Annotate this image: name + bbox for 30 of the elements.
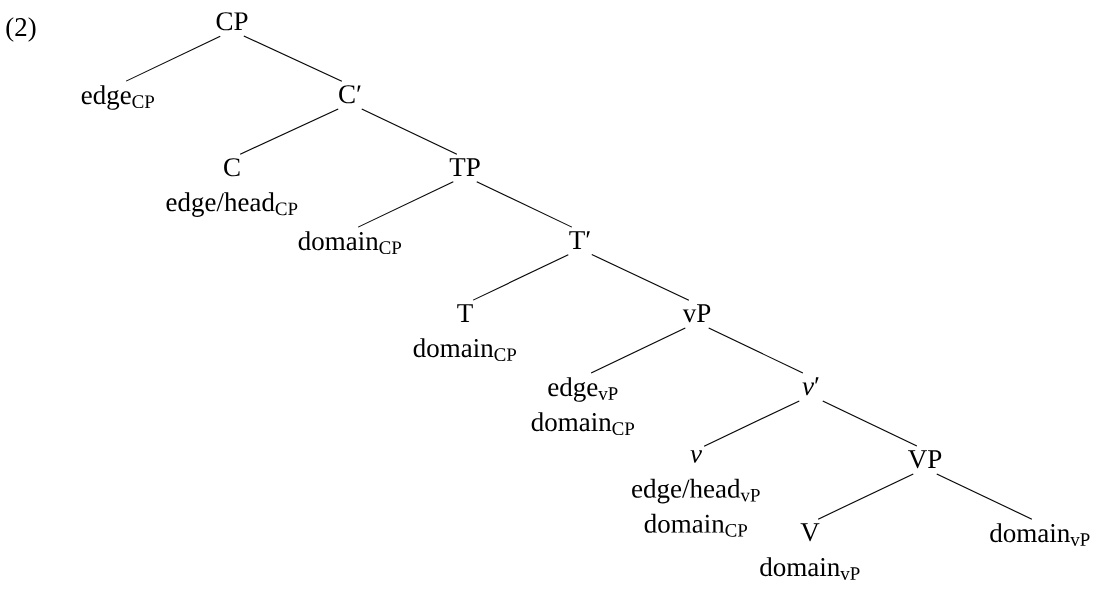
- tree-label: v′: [802, 377, 819, 396]
- branch-line: [243, 35, 343, 82]
- branch-line: [590, 327, 686, 374]
- tree-label: CP: [216, 12, 248, 31]
- tree-label: domain$_{vP}$: [990, 523, 1090, 546]
- tree-label: V domain$_{vP}$: [760, 523, 860, 580]
- branch-line: [361, 108, 458, 155]
- tree-label: C edge/head$_{CP}$: [166, 158, 298, 217]
- tree-label: edge$_{vP}$ domain$_{CP}$: [531, 377, 635, 436]
- tree-label: TP: [449, 158, 480, 176]
- branch-line: [357, 181, 454, 228]
- branch-line: [472, 254, 569, 301]
- branch-line: [591, 254, 690, 301]
- tree-label: edge$_{CP}$: [81, 85, 155, 110]
- tree-label: T domain$_{CP}$: [413, 304, 517, 361]
- tree-label: v edge/head$_{vP}$ domain$_{CP}$: [632, 450, 760, 537]
- branch-line: [125, 35, 221, 82]
- branch-line: [936, 473, 1033, 520]
- branch-line: [822, 400, 918, 447]
- branch-line: [476, 181, 573, 228]
- branch-line: [703, 400, 800, 447]
- example-number: (2): [6, 17, 36, 42]
- tree-label: vP: [682, 304, 711, 323]
- tree-label: VP: [908, 450, 942, 469]
- tree-label: domain$_{CP}$: [298, 231, 402, 255]
- tree-label: C′: [339, 85, 361, 104]
- branch-line: [239, 108, 339, 155]
- branch-line: [817, 473, 914, 520]
- branch-line: [708, 327, 804, 374]
- tree-label: T′: [569, 231, 590, 249]
